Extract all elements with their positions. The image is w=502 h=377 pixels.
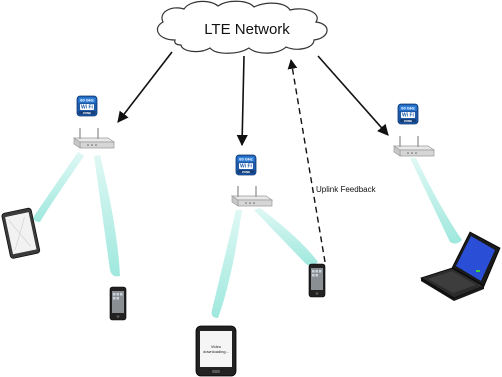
router-icon bbox=[231, 185, 273, 207]
access-point-2: 60 GHz Wi Fi ZONE bbox=[231, 154, 273, 207]
wifi-zone-badge-1: 60 GHz Wi Fi ZONE bbox=[76, 95, 98, 117]
ereader-screen-line-1: Video bbox=[211, 344, 222, 349]
downlink-arrow-left bbox=[117, 51, 173, 123]
laptop-device bbox=[420, 231, 501, 301]
access-point-1: 60 GHz Wi Fi ZONE bbox=[73, 95, 115, 149]
wifi-zone-badge-3: 60 GHz Wi Fi ZONE bbox=[397, 103, 419, 125]
svg-text:ZONE: ZONE bbox=[242, 170, 250, 174]
svg-text:ZONE: ZONE bbox=[83, 111, 91, 115]
lte-network-label: LTE Network bbox=[204, 21, 290, 38]
ereader-device: Video downloading... bbox=[195, 325, 237, 377]
downlink-arrow-center bbox=[236, 55, 248, 147]
router-icon bbox=[393, 135, 435, 157]
svg-text:Wi Fi: Wi Fi bbox=[81, 105, 94, 111]
wifi-zone-badge-2: 60 GHz Wi Fi ZONE bbox=[235, 154, 257, 176]
svg-text:Wi Fi: Wi Fi bbox=[240, 164, 253, 170]
tablet-device bbox=[1, 207, 41, 259]
access-point-3: 60 GHz Wi Fi ZONE bbox=[393, 103, 435, 157]
beam-ap1-phone bbox=[94, 155, 120, 277]
beam-ap2-ereader bbox=[211, 210, 242, 318]
smartphone-device-center bbox=[308, 263, 326, 298]
svg-text:ZONE: ZONE bbox=[404, 119, 412, 123]
ereader-screen-line-2: downloading... bbox=[203, 349, 229, 354]
svg-text:60 GHz: 60 GHz bbox=[401, 106, 415, 111]
router-icon bbox=[73, 127, 115, 149]
beam-ap3-laptop bbox=[410, 158, 462, 244]
lte-network-cloud: LTE Network bbox=[156, 0, 328, 54]
downlink-arrow-right bbox=[317, 55, 389, 136]
uplink-feedback-arrow bbox=[287, 59, 326, 263]
uplink-feedback-label: Uplink Feedback bbox=[316, 185, 377, 194]
beam-ap2-phone bbox=[254, 208, 318, 266]
svg-text:Wi Fi: Wi Fi bbox=[402, 113, 415, 119]
beam-ap1-tablet bbox=[33, 152, 84, 222]
smartphone-device-left bbox=[109, 286, 127, 321]
svg-text:60 GHz: 60 GHz bbox=[239, 157, 253, 162]
svg-text:60 GHz: 60 GHz bbox=[80, 98, 94, 103]
